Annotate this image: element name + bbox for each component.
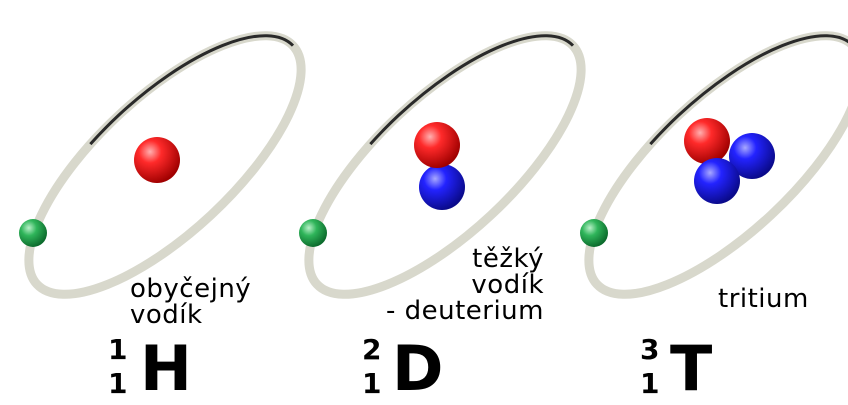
atom-tritium [580,31,848,299]
mass-number: 1 [108,333,128,366]
caption-hydrogen: obyčejný vodík [130,276,251,328]
caption-line: - deuterium [385,296,544,326]
orbit-deuterium [304,31,586,299]
element-symbol: T [670,332,713,405]
caption-line: tritium [718,284,809,314]
proton [134,137,180,183]
neutron [419,164,465,210]
electron [299,219,327,247]
element-symbol: H [140,332,192,405]
proton [414,122,460,168]
atom-hydrogen [19,31,306,299]
atomic-number: 1 [108,367,128,400]
caption-line: obyčejný [130,274,252,304]
caption-tritium: tritium [718,286,809,312]
orbit-tritium [584,31,848,299]
orbit-hydrogen [24,31,306,299]
caption-deuterium: těžký vodík - deuterium [386,246,544,324]
electron [19,219,47,247]
neutron [694,158,740,204]
caption-line: vodík [130,300,203,330]
atom-deuterium [299,31,586,299]
neutron [729,133,775,179]
mass-number: 3 [640,333,660,366]
atomic-number: 1 [640,367,660,400]
element-symbol: D [392,332,444,405]
caption-line: těžký [472,244,544,274]
caption-line: vodík [471,270,544,300]
atomic-number: 1 [362,367,382,400]
proton [684,118,730,164]
electron [580,219,608,247]
mass-number: 2 [362,333,382,366]
